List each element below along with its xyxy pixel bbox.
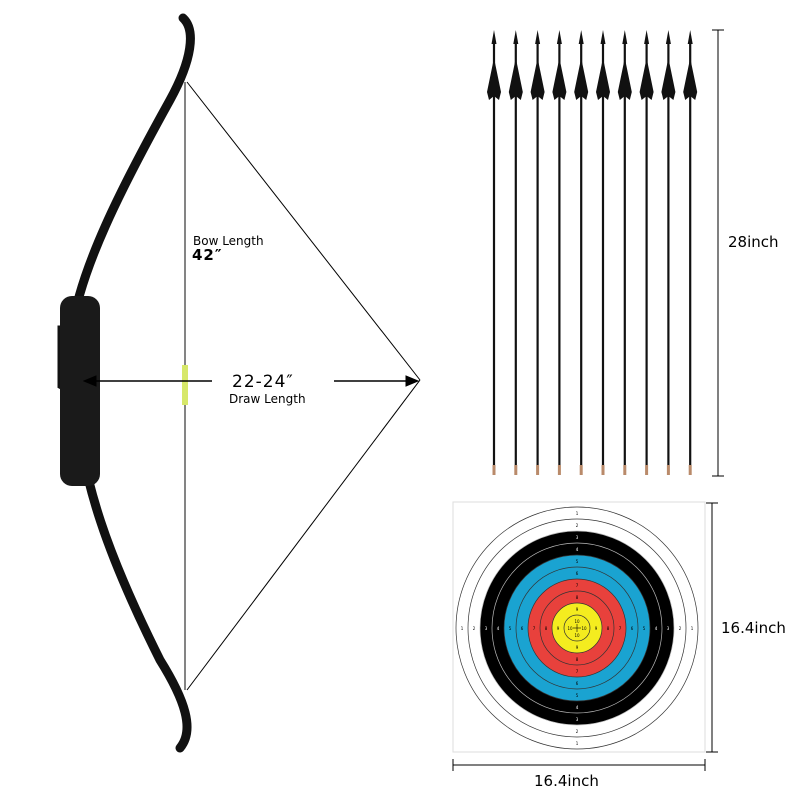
ring-score: 10 <box>574 633 580 638</box>
arrow-length-label: 28inch <box>728 233 779 251</box>
bow-length-label: Bow Length <box>193 234 264 248</box>
ring-score: 4 <box>497 626 500 631</box>
ring-score: 7 <box>576 583 579 588</box>
draw-length-label: Draw Length <box>229 392 306 406</box>
ring-score: 4 <box>576 547 579 552</box>
ring-score: 10 <box>574 619 580 624</box>
arrow <box>683 30 698 475</box>
ring-score: 10 <box>567 626 573 631</box>
ring-score: 9 <box>557 626 560 631</box>
bow-length-value: 42″ <box>192 246 223 264</box>
arrow <box>639 30 654 475</box>
arrow-dimension <box>712 29 724 477</box>
ring-score: 9 <box>576 645 579 650</box>
ring-score: 8 <box>545 626 548 631</box>
string-draw-lines <box>82 81 421 691</box>
ring-score: 7 <box>619 626 622 631</box>
draw-length-value: 22-24″ <box>232 372 294 392</box>
bow <box>57 13 195 753</box>
arrow <box>596 30 610 475</box>
ring-score: 3 <box>667 626 670 631</box>
ring-score: 1 <box>461 626 464 631</box>
ring-score: 2 <box>576 729 579 734</box>
arrow <box>661 30 676 475</box>
arrow <box>508 30 523 475</box>
ring-score: 2 <box>576 523 579 528</box>
ring-score: 1 <box>576 511 579 516</box>
arrow <box>552 30 567 475</box>
arrow-set <box>487 30 698 475</box>
target-width-label: 16.4inch <box>534 772 599 790</box>
ring-score: 4 <box>655 626 658 631</box>
ring-score: 8 <box>607 626 610 631</box>
ring-score: 4 <box>576 705 579 710</box>
target-height-label: 16.4inch <box>721 619 786 637</box>
ring-score: 8 <box>576 657 579 662</box>
arrow <box>530 30 545 475</box>
ring-score: 3 <box>485 626 488 631</box>
ring-score: 6 <box>631 626 634 631</box>
arrow <box>487 30 501 475</box>
ring-score: 6 <box>576 571 579 576</box>
ring-score: 6 <box>521 626 524 631</box>
arrow <box>574 30 589 475</box>
ring-score: 1 <box>576 741 579 746</box>
target-dimensions <box>452 502 718 771</box>
ring-score: 8 <box>576 595 579 600</box>
ring-score: 6 <box>576 681 579 686</box>
ring-score: 1 <box>691 626 694 631</box>
ring-score: 5 <box>509 626 512 631</box>
ring-score: 7 <box>576 669 579 674</box>
ring-score: 9 <box>576 607 579 612</box>
bow-grip <box>60 296 100 486</box>
ring-score: 9 <box>595 626 598 631</box>
nocking-point <box>182 365 188 405</box>
ring-score: 3 <box>576 535 579 540</box>
arrow <box>617 30 632 475</box>
ring-score: 3 <box>576 717 579 722</box>
ring-score: 5 <box>576 559 579 564</box>
ring-score: 2 <box>679 626 682 631</box>
ring-score: 7 <box>533 626 536 631</box>
ring-score: 2 <box>473 626 476 631</box>
ring-score: 10 <box>581 626 587 631</box>
ring-score: 5 <box>643 626 646 631</box>
ring-score: 5 <box>576 693 579 698</box>
